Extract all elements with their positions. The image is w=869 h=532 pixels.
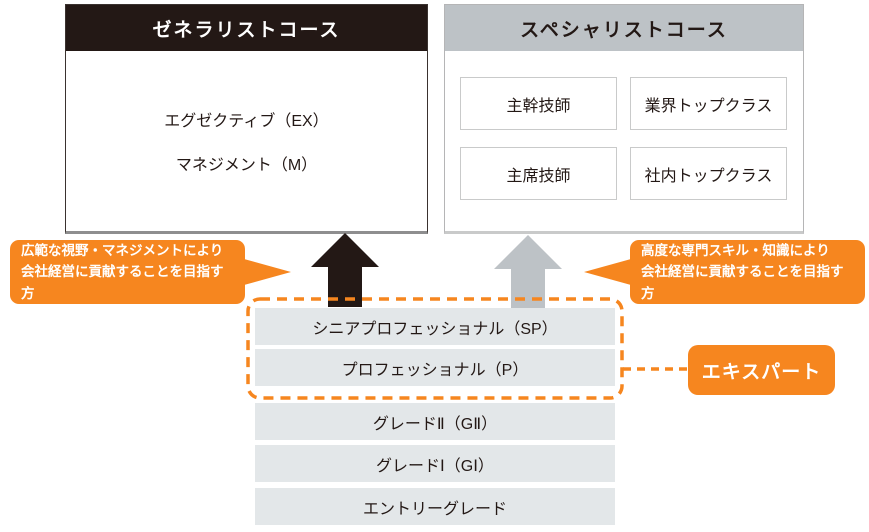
specialist-course-body: 主幹技師 業界トップクラス 主席技師 社内トップクラス xyxy=(445,51,803,200)
grade-bar-entry: エントリーグレード xyxy=(255,488,615,525)
specialist-up-arrow-shape xyxy=(494,235,562,309)
grade-bar-grade1: グレードⅠ（GⅠ） xyxy=(255,445,615,482)
specialist-callout-line1: 高度な専門スキル・知識により xyxy=(641,242,830,258)
specialist-box-principal-engineer: 主席技師 xyxy=(460,147,617,200)
specialist-callout-bubble: 高度な専門スキル・知識により 会社経営に貢献することを目指す方 xyxy=(584,240,865,304)
generalist-course-body: エグゼクティブ（EX） マネジメント（M） xyxy=(66,51,427,231)
generalist-callout-line2: 会社経営に貢献することを目指す方 xyxy=(21,264,224,301)
specialist-box-chief-engineer: 主幹技師 xyxy=(460,77,617,130)
generalist-course-panel: ゼネラリストコース エグゼクティブ（EX） マネジメント（M） xyxy=(65,4,428,234)
grade-bar-grade2: グレードⅡ（GⅡ） xyxy=(255,403,615,440)
generalist-course-title: ゼネラリストコース xyxy=(66,5,427,51)
specialist-up-arrow-icon xyxy=(494,235,562,309)
specialist-box-company-top-class: 社内トップクラス xyxy=(630,147,787,200)
expert-connector-dashed-line xyxy=(623,367,687,371)
specialist-course-panel: スペシャリストコース 主幹技師 業界トップクラス 主席技師 社内トップクラス xyxy=(444,4,804,234)
generalist-callout-line1: 広範な視野・マネジメントにより xyxy=(21,242,224,258)
grade-bar-professional: プロフェッショナル（P） xyxy=(255,349,615,386)
generalist-level-executive: エグゼクティブ（EX） xyxy=(164,113,329,130)
generalist-up-arrow-icon xyxy=(311,233,379,307)
expert-badge: エキスパート xyxy=(688,345,835,395)
generalist-callout-bubble: 広範な視野・マネジメントにより 会社経営に貢献することを目指す方 xyxy=(10,240,291,304)
generalist-level-management: マネジメント（M） xyxy=(175,157,318,174)
specialist-course-title: スペシャリストコース xyxy=(445,5,803,51)
grade-bar-senior-professional: シニアプロフェッショナル（SP） xyxy=(255,308,615,345)
generalist-up-arrow-shape xyxy=(311,233,379,307)
specialist-callout-line2: 会社経営に貢献することを目指す方 xyxy=(641,264,844,301)
specialist-box-industry-top-class: 業界トップクラス xyxy=(630,77,787,130)
